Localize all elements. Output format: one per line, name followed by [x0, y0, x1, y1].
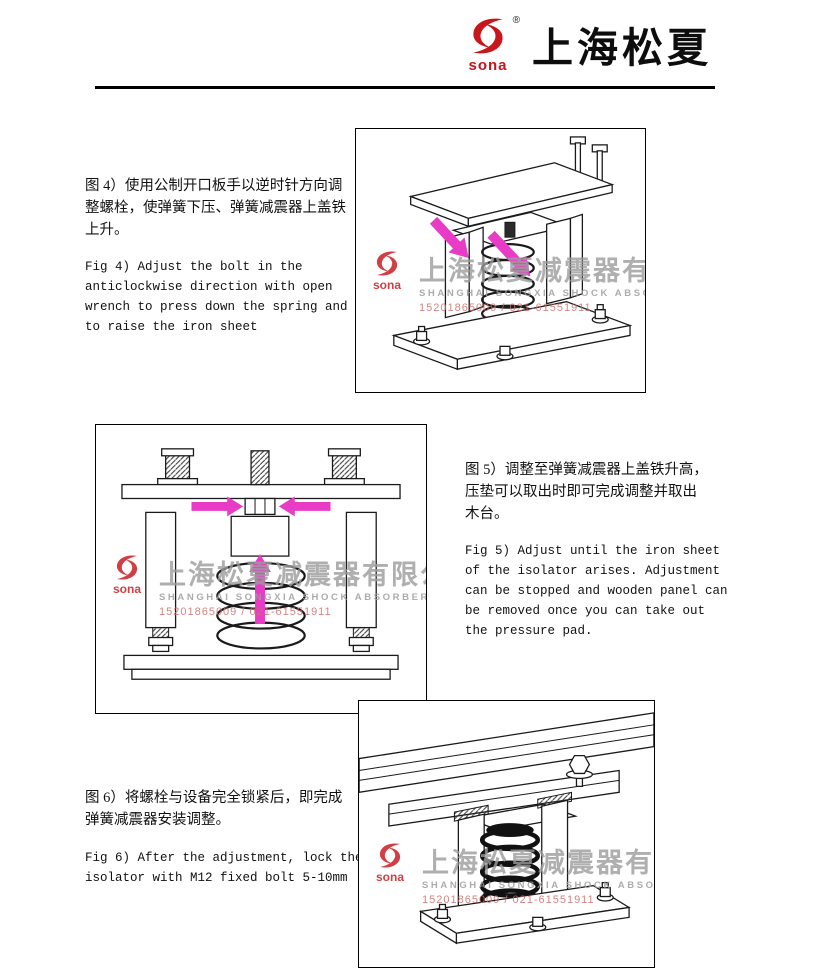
fig6-drawing — [359, 712, 654, 945]
brand-header: ® sona 上海松夏 — [456, 14, 712, 74]
fig5-caption-zh: 图 5）调整至弹簧减震器上盖铁升高， 压垫可以取出时即可完成调整并取出 木台。 — [465, 462, 708, 522]
header-divider — [95, 86, 715, 89]
fig6-caption-en: Fig 6) After the adjustment, lock the is… — [85, 850, 363, 885]
fig4-caption-zh: 图 4）使用公制开口板手以逆时针方向调 整螺栓，使弹簧下压、弹簧减震器上盖铁 上… — [85, 178, 346, 238]
fig4-caption-en: Fig 4) Adjust the bolt in the anticlockw… — [85, 260, 348, 335]
fig4-drawing — [391, 136, 633, 371]
fig5-drawing — [121, 448, 401, 680]
fig6-caption-zh: 图 6）将螺栓与设备完全锁紧后，即完成 弹簧减震器安装调整。 — [85, 790, 343, 828]
fig6-image: sona 上海松夏减震器有限公司 SHANGHAI SONGXIA SHOCK … — [358, 700, 655, 968]
fig4-image: sona 上海松夏减震器有限公司 SHANGHAI SONGXIA SHOCK … — [355, 128, 646, 393]
sona-s-icon — [473, 18, 503, 53]
sona-wordmark: sona — [468, 56, 508, 74]
fig5-caption-en: Fig 5) Adjust until the iron sheet of th… — [465, 544, 728, 639]
fig5-image: sona 上海松夏减震器有限公司 SHANGHAI SONGXIA SHOCK … — [95, 424, 427, 714]
sona-logo: ® sona — [456, 15, 520, 74]
fig6-text-block: 图 6）将螺栓与设备完全锁紧后，即完成 弹簧减震器安装调整。 Fig 6) Af… — [85, 788, 377, 888]
brand-name: 上海松夏 — [532, 25, 712, 71]
fig4-text-block: 图 4）使用公制开口板手以逆时针方向调 整螺栓，使弹簧下压、弹簧减震器上盖铁 上… — [85, 176, 365, 337]
fig5-text-block: 图 5）调整至弹簧减震器上盖铁升高， 压垫可以取出时即可完成调整并取出 木台。 … — [465, 460, 751, 641]
registered-mark: ® — [512, 14, 520, 26]
